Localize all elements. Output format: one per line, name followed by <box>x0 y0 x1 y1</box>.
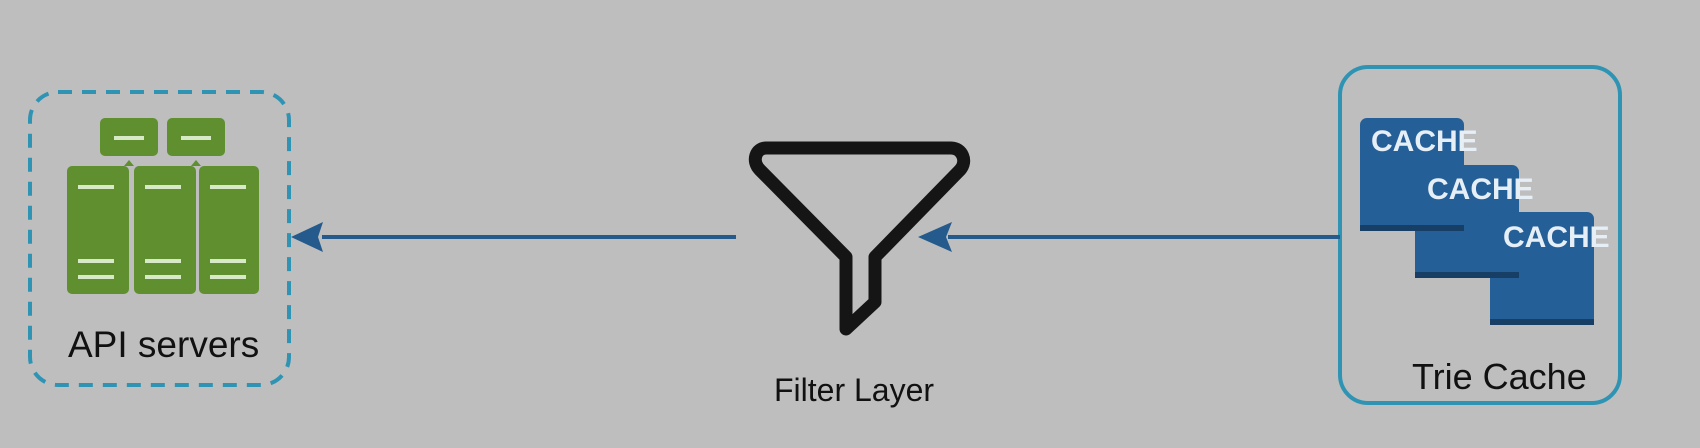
api-servers-dashed-container <box>28 90 291 387</box>
funnel-icon <box>748 141 971 336</box>
cache-label-3: CACHE <box>1503 221 1610 254</box>
edge-filter-to-api <box>291 222 736 252</box>
cache-label-1: CACHE <box>1371 125 1478 158</box>
api-servers-node <box>28 90 291 387</box>
cache-stack-icon: CACHE CACHE CACHE <box>1360 118 1610 325</box>
trie-cache-node: CACHE CACHE CACHE <box>1338 65 1622 405</box>
edge-trie-to-filter <box>918 222 1340 252</box>
trie-cache-label: Trie Cache <box>1412 356 1587 397</box>
api-servers-label: API servers <box>68 324 260 365</box>
arrowhead-to-filter <box>918 222 952 252</box>
cache-label-2: CACHE <box>1427 173 1534 206</box>
server-rack-icon <box>67 118 259 294</box>
filter-layer-node <box>748 141 971 336</box>
filter-layer-label: Filter Layer <box>774 372 935 408</box>
arrowhead-to-api <box>291 222 323 252</box>
